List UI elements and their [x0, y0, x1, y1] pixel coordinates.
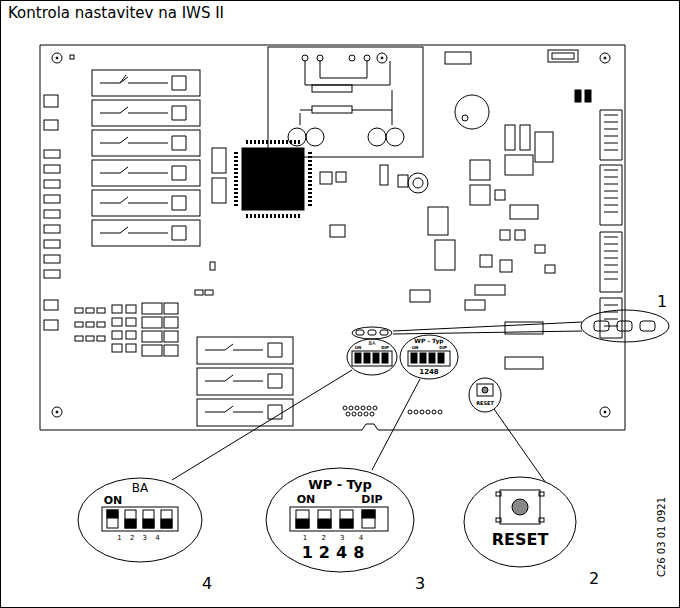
switch-label: 1248 — [419, 369, 438, 376]
callout-number: 3 — [415, 576, 425, 592]
callout-number: 1 — [657, 294, 667, 310]
callout-number: 4 — [202, 576, 212, 592]
switch-pin-numbers: 1 2 3 4 — [303, 535, 370, 542]
switch-label: BA — [132, 482, 148, 494]
switch-label: DIP — [381, 346, 389, 350]
switch-label: DIP — [361, 494, 382, 505]
switch-label: DIP — [439, 346, 447, 350]
button-label: RESET — [492, 532, 549, 548]
callout-number: 2 — [589, 571, 599, 587]
switch-label: ON — [412, 346, 419, 350]
switch-values: 1248 — [302, 545, 371, 561]
switch-pin-numbers: 1 2 3 4 — [117, 535, 163, 542]
switch-label: WP - Typ — [414, 338, 443, 344]
button-label: RESET — [476, 401, 494, 406]
switch-label: WP - Typ — [308, 478, 371, 491]
switch-label: ON — [104, 495, 123, 506]
diagram-title: Kontrola nastavitev na IWS II — [8, 6, 224, 21]
switch-label: ON — [355, 346, 362, 350]
switch-label: BA — [369, 341, 376, 346]
switch-label: ON — [297, 494, 316, 505]
drawing-number: C26 03 01 0921 — [657, 497, 667, 577]
